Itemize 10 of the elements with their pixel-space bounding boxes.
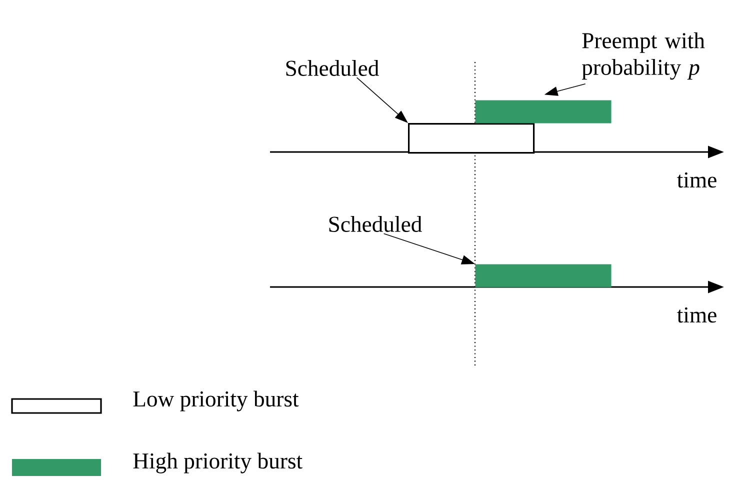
low-priority-burst [408, 123, 535, 154]
axis-label: time [677, 307, 716, 323]
high-priority-burst [475, 264, 612, 288]
axis-label: time [677, 172, 716, 188]
annotation-text: Preempt with probability p [582, 32, 705, 80]
high-priority-burst [475, 100, 612, 124]
annotation-text: Scheduled [286, 60, 379, 76]
annotation-text: Scheduled [329, 216, 422, 232]
legend-text: Low priority burst [133, 390, 299, 412]
legend-text: High priority burst [133, 452, 302, 474]
